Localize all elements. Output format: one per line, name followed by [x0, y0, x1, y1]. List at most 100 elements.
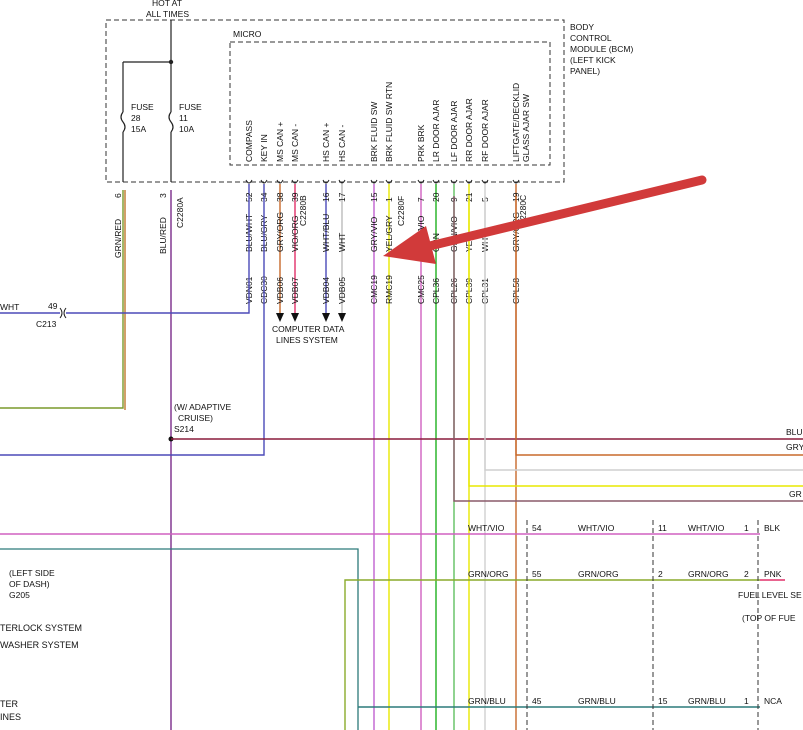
svg-text:6: 6	[113, 193, 123, 198]
pin-number: 39	[290, 192, 300, 202]
right-label-gry: GRY	[786, 442, 803, 452]
pin-circuit: CMC19	[369, 275, 379, 304]
svg-text:GRN/RED: GRN/RED	[113, 219, 123, 258]
fuel-line2: (TOP OF FUE	[742, 613, 796, 623]
row-pin-1: 54	[532, 523, 542, 533]
pin-function: LF DOOR AJAR	[449, 101, 459, 162]
row-color-2: WHT/VIO	[578, 523, 615, 533]
right-label-gr: GR	[789, 489, 802, 499]
route-wht-rf	[484, 196, 803, 471]
c213-color: WHT	[0, 302, 19, 312]
pin-number: 38	[275, 192, 285, 202]
svg-text:CONTROL: CONTROL	[570, 33, 612, 43]
fuse-28: FUSE 28 15A	[131, 102, 154, 134]
connector-c2280a: C2280A	[175, 197, 185, 228]
row-pin-1: 45	[532, 696, 542, 706]
all-times-label: ALL TIMES	[146, 9, 189, 19]
svg-text:11: 11	[179, 113, 188, 123]
pin-wire-color: GRY/VIO	[369, 216, 379, 252]
right-label-blu: BLU	[786, 427, 803, 437]
svg-text:(LEFT KICK: (LEFT KICK	[570, 55, 616, 65]
fuel-line1: FUEL LEVEL SE	[738, 590, 802, 600]
svg-text:3: 3	[158, 193, 168, 198]
pin-number: 1	[384, 197, 394, 202]
ground-line3: G205	[9, 590, 30, 600]
row-end: NCA	[764, 696, 782, 706]
wire-blu-gry	[0, 196, 265, 456]
row-end: PNK	[764, 569, 782, 579]
row-end: BLK	[764, 523, 780, 533]
row-color-1: GRN/ORG	[468, 569, 509, 579]
svg-text:FUSE: FUSE	[131, 102, 154, 112]
svg-text:MODULE (BCM): MODULE (BCM)	[570, 44, 633, 54]
pin-terminal	[276, 179, 284, 184]
row-color-2: GRN/ORG	[578, 569, 619, 579]
c213-pin: 49	[48, 301, 58, 311]
pin-terminal	[417, 179, 425, 184]
pin-wire-color: VIO/ORG	[290, 216, 300, 252]
row-pin-2: 15	[658, 696, 668, 706]
pin-circuit: VDB04	[321, 277, 331, 304]
pin-number: 16	[321, 192, 331, 202]
ground-line2: OF DASH)	[9, 579, 50, 589]
svg-text:BLU/RED: BLU/RED	[158, 217, 168, 254]
pin-number: 20	[431, 192, 441, 202]
row-color-1: GRN/BLU	[468, 696, 506, 706]
pin-function: HS CAN +	[321, 123, 331, 162]
computer-data-line1: COMPUTER DATA	[272, 324, 345, 334]
pin-terminal	[322, 179, 330, 184]
c213-label: C213	[36, 319, 57, 329]
connector-c2280f: C2280F	[396, 196, 406, 226]
left-wire-pin3: 3 BLU/RED	[158, 193, 168, 254]
pin-circuit: CPL36	[431, 278, 441, 304]
pin-number: 15	[369, 192, 379, 202]
micro-label: MICRO	[233, 29, 262, 39]
computer-data-line2: LINES SYSTEM	[276, 335, 338, 345]
svg-text:15A: 15A	[131, 124, 146, 134]
pin-terminal	[481, 179, 489, 184]
pin-terminal	[465, 179, 473, 184]
pin-wire-color: YEL/GRY	[384, 215, 394, 252]
row-pin-2: 11	[658, 523, 667, 533]
route-gry-org	[515, 196, 803, 456]
left-wire-pin6: 6 GRN/RED	[113, 193, 123, 258]
connector-c2280c: C2280C	[518, 195, 528, 226]
svg-text:FUSE: FUSE	[179, 102, 202, 112]
ground-line1: (LEFT SIDE	[9, 568, 55, 578]
wire-grn-red	[0, 190, 124, 409]
pin-terminal	[260, 179, 268, 184]
pin-function: LIFTGATE/DECKLID	[511, 83, 521, 162]
pin-circuit: RMC19	[384, 275, 394, 304]
splice-line1: (W/ ADAPTIVE	[174, 402, 231, 412]
row2b-wire	[344, 579, 760, 730]
pin-function: BRK FLUID SW	[369, 102, 379, 162]
pin-terminal	[291, 179, 299, 184]
washer-label: WASHER SYSTEM	[0, 640, 79, 650]
pin-terminal	[370, 179, 378, 184]
svg-text:28: 28	[131, 113, 141, 123]
route-grn-vio-lf	[453, 196, 803, 502]
hot-at-label: HOT AT	[152, 0, 182, 8]
pin-circuit: VDB05	[337, 277, 347, 304]
splice-line2: CRUISE)	[178, 413, 213, 423]
wire-blu-wht-c213	[66, 196, 250, 314]
pin-wire-color: WHT/BLU	[321, 214, 331, 252]
pin-function: RF DOOR AJAR	[480, 99, 490, 162]
pin-number: 7	[416, 197, 426, 202]
row-color-3: GRN/BLU	[688, 696, 726, 706]
pin-terminal	[385, 179, 393, 184]
svg-text:PANEL): PANEL)	[570, 66, 600, 76]
pin-terminal	[512, 179, 520, 184]
pin-function: RR DOOR AJAR	[464, 98, 474, 162]
pin-function: COMPASS	[244, 120, 254, 162]
pin-function: MS CAN +	[275, 122, 285, 162]
connector-c2280b: C2280B	[298, 195, 308, 226]
svg-text:BODY: BODY	[570, 22, 594, 32]
ines-label: INES	[0, 712, 21, 722]
pin-function: PRK BRK	[416, 124, 426, 162]
row-pin-1: 55	[532, 569, 542, 579]
pin-terminal	[338, 179, 346, 184]
row-pin-3: 2	[744, 569, 749, 579]
